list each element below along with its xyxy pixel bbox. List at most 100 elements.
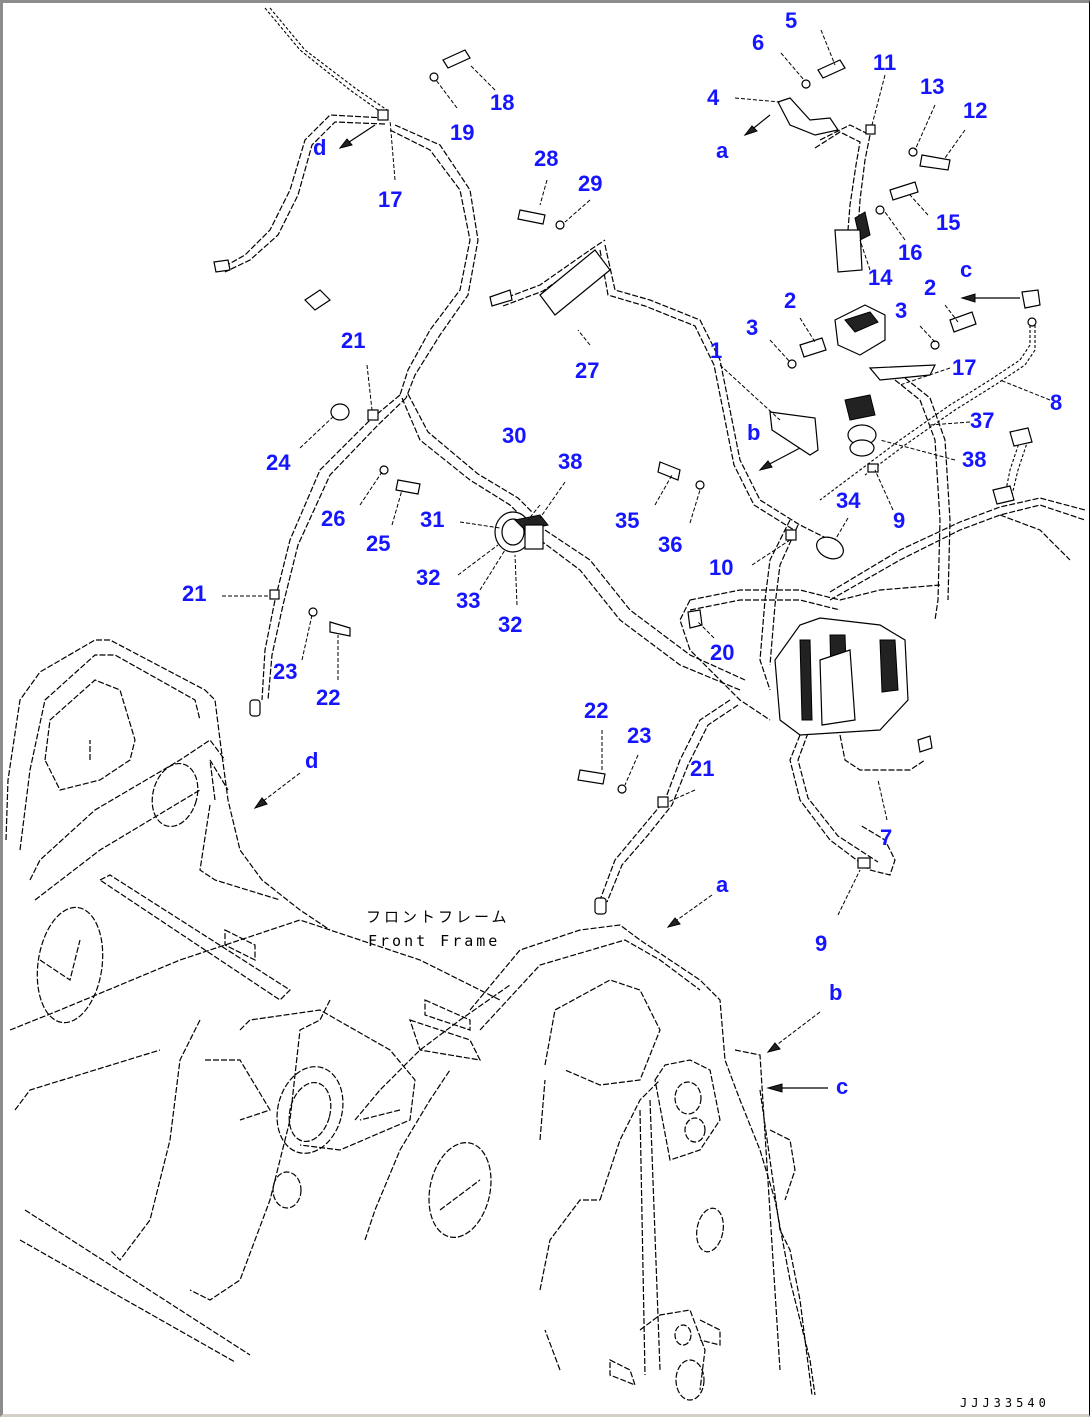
bracket-30 bbox=[524, 524, 544, 550]
view-marker-d-top: d bbox=[313, 135, 326, 160]
connector-end-left bbox=[249, 699, 261, 717]
bolt-5 bbox=[817, 59, 846, 79]
callout-38-right: 38 bbox=[962, 447, 986, 472]
callout-17-right: 17 bbox=[952, 355, 976, 380]
view-marker-b-top: b bbox=[747, 420, 760, 445]
callout-21-upper: 21 bbox=[341, 328, 365, 353]
callout-11: 11 bbox=[873, 50, 896, 75]
callout-24: 24 bbox=[266, 450, 291, 475]
callout-30: 30 bbox=[502, 423, 526, 448]
callout-21-middle: 21 bbox=[182, 581, 206, 606]
front-frame-left-tower bbox=[5, 639, 331, 1024]
washer-3-right bbox=[930, 340, 940, 350]
callout-37: 37 bbox=[970, 408, 994, 433]
callout-21-lower: 21 bbox=[690, 756, 714, 781]
callout-35: 35 bbox=[615, 508, 639, 533]
bolt-15 bbox=[889, 181, 919, 201]
bracket-17 bbox=[868, 364, 936, 381]
callout-2-right: 2 bbox=[924, 275, 936, 300]
leader-lines bbox=[222, 29, 1051, 916]
callout-22-left: 22 bbox=[316, 685, 340, 710]
callout-6: 6 bbox=[752, 30, 764, 55]
washer-19 bbox=[429, 72, 439, 82]
bolt-2-right bbox=[949, 311, 977, 333]
callouts: 5 6 4 11 13 12 15 16 14 2 3 2 3 17 8 1 3… bbox=[182, 8, 1062, 1099]
callout-10: 10 bbox=[709, 555, 733, 580]
front-frame-right-tower bbox=[469, 924, 816, 1401]
clip-17a bbox=[377, 109, 389, 121]
drawing-code: JJJ33540 bbox=[960, 1396, 1050, 1410]
bolt-22a bbox=[329, 621, 351, 637]
callout-23-right: 23 bbox=[627, 723, 651, 748]
callout-25: 25 bbox=[366, 531, 390, 556]
frame-label-en: Front Frame bbox=[368, 932, 500, 950]
callout-19: 19 bbox=[450, 120, 474, 145]
callout-9-upper: 9 bbox=[893, 508, 905, 533]
clamp-24a bbox=[304, 289, 331, 311]
frame-label-jp: フロントフレーム bbox=[366, 908, 510, 926]
view-marker-d-frame: d bbox=[305, 748, 318, 773]
callout-22-right: 22 bbox=[584, 698, 608, 723]
washer-29 bbox=[555, 220, 565, 230]
callout-38-left: 38 bbox=[558, 449, 582, 474]
callout-32-left: 32 bbox=[416, 565, 440, 590]
callout-4: 4 bbox=[707, 85, 720, 110]
bolt-12 bbox=[919, 154, 951, 171]
callout-12: 12 bbox=[963, 98, 987, 123]
connector-end-lower bbox=[594, 897, 607, 915]
connector-top-right bbox=[1021, 289, 1041, 309]
callout-33: 33 bbox=[456, 588, 480, 613]
clip-10 bbox=[785, 529, 797, 541]
washer-16 bbox=[875, 205, 885, 215]
callout-26: 26 bbox=[321, 506, 345, 531]
view-marker-c-frame: c bbox=[836, 1074, 848, 1099]
washer-23b bbox=[617, 784, 627, 794]
callout-1: 1 bbox=[710, 338, 722, 363]
connector-9a bbox=[867, 463, 879, 473]
callout-5: 5 bbox=[785, 8, 797, 33]
view-marker-c-top: c bbox=[960, 257, 972, 282]
callout-32-right: 32 bbox=[498, 612, 522, 637]
callout-8: 8 bbox=[1050, 390, 1062, 415]
bolt-28 bbox=[517, 209, 546, 225]
bolt-2-left bbox=[799, 337, 827, 358]
callout-31: 31 bbox=[420, 507, 444, 532]
clip-11 bbox=[865, 124, 876, 135]
spacer-24 bbox=[330, 403, 350, 421]
clip-20 bbox=[687, 609, 703, 629]
plate-1 bbox=[769, 411, 819, 456]
bracket-27 bbox=[539, 249, 611, 316]
clip-21a bbox=[367, 409, 379, 421]
view-arrows bbox=[253, 114, 1020, 1093]
cap-34 bbox=[816, 536, 844, 560]
callout-15: 15 bbox=[936, 210, 960, 235]
callout-13: 13 bbox=[920, 74, 944, 99]
parts bbox=[213, 49, 1041, 869]
callout-9-lower: 9 bbox=[815, 931, 827, 956]
callout-3-left: 3 bbox=[746, 315, 758, 340]
callout-7: 7 bbox=[880, 825, 892, 850]
connector-block-14 bbox=[834, 229, 863, 273]
bolt-35 bbox=[657, 461, 681, 481]
clamp-4 bbox=[777, 97, 839, 136]
callout-28: 28 bbox=[534, 146, 558, 171]
washer-6 bbox=[801, 79, 811, 89]
view-marker-a-frame: a bbox=[716, 872, 729, 897]
callout-29: 29 bbox=[578, 171, 602, 196]
view-marker-b-frame: b bbox=[829, 980, 842, 1005]
bolt-25 bbox=[395, 479, 421, 495]
callout-16: 16 bbox=[898, 240, 922, 265]
washer-23a bbox=[308, 607, 318, 617]
callout-2-left: 2 bbox=[784, 288, 796, 313]
callout-34: 34 bbox=[836, 488, 861, 513]
callout-23-left: 23 bbox=[273, 659, 297, 684]
wiring-harness bbox=[221, 7, 1086, 915]
callout-20: 20 bbox=[710, 640, 734, 665]
callout-3-right: 3 bbox=[895, 298, 907, 323]
washer-3-left bbox=[787, 359, 797, 369]
view-marker-a-top: a bbox=[716, 138, 729, 163]
clip-21c bbox=[657, 796, 669, 808]
callout-14: 14 bbox=[868, 265, 893, 290]
